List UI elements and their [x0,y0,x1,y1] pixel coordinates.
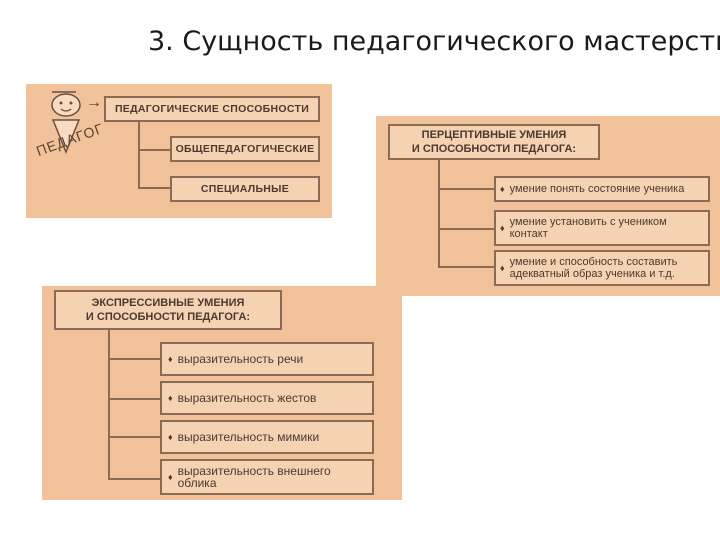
general-pedagogical-box: ОБЩЕПЕДАГОГИЧЕСКИЕ [170,136,320,162]
perceptive-item: ♦ умение понять состояние ученика [494,176,710,202]
perceptive-skills-panel: ПЕРЦЕПТИВНЫЕ УМЕНИЯ И СПОСОБНОСТИ ПЕДАГО… [376,116,720,296]
perceptive-item: ♦ умение установить с учеником контакт [494,210,710,246]
perceptive-item-text: умение установить с учеником контакт [510,216,704,240]
perceptive-item: ♦ умение и способность составить адекват… [494,250,710,286]
tree-branch-line [138,187,170,189]
tree-branch-line [138,149,170,151]
expressive-item: ♦ выразительность внешнего облика [160,459,374,495]
expressive-header-line2: И СПОСОБНОСТИ ПЕДАГОГА: [86,310,250,324]
perceptive-header-line2: И СПОСОБНОСТИ ПЕДАГОГА: [412,142,576,156]
arrow-icon: → [86,94,102,112]
expressive-item-text: выразительность мимики [178,431,320,443]
perceptive-skills-header: ПЕРЦЕПТИВНЫЕ УМЕНИЯ И СПОСОБНОСТИ ПЕДАГО… [388,124,600,160]
expressive-item: ♦ выразительность жестов [160,381,374,415]
pedagogical-abilities-panel: ПЕДАГОГ → ПЕДАГОГИЧЕСКИЕ СПОСОБНОСТИ ОБЩ… [26,84,332,218]
diamond-bullet-icon: ♦ [500,262,505,274]
diamond-bullet-icon: ♦ [168,471,173,483]
expressive-item-text: выразительность внешнего облика [178,465,366,489]
tree-vertical-line [438,160,440,266]
perceptive-item-text: умение понять состояние ученика [510,183,685,195]
tree-branch-line [108,478,160,480]
diamond-bullet-icon: ♦ [168,392,173,404]
diamond-bullet-icon: ♦ [500,183,505,195]
tree-vertical-line [138,122,140,187]
expressive-item-text: выразительность речи [178,353,304,365]
expressive-skills-header: ЭКСПРЕССИВНЫЕ УМЕНИЯ И СПОСОБНОСТИ ПЕДАГ… [54,290,282,330]
tree-branch-line [108,436,160,438]
diamond-bullet-icon: ♦ [168,431,173,443]
slide-title: 3. Сущность педагогического мастерства [148,26,720,57]
diamond-bullet-icon: ♦ [500,222,505,234]
special-abilities-box: СПЕЦИАЛЬНЫЕ [170,176,320,202]
tree-branch-line [108,398,160,400]
expressive-item-text: выразительность жестов [178,392,317,404]
tree-branch-line [438,266,494,268]
expressive-item: ♦ выразительность мимики [160,420,374,454]
perceptive-header-line1: ПЕРЦЕПТИВНЫЕ УМЕНИЯ [422,128,567,142]
tree-branch-line [438,228,494,230]
perceptive-item-text: умение и способность составить адекватны… [510,256,704,280]
expressive-item: ♦ выразительность речи [160,342,374,376]
pedagogical-abilities-header: ПЕДАГОГИЧЕСКИЕ СПОСОБНОСТИ [104,96,320,122]
tree-branch-line [108,358,160,360]
expressive-skills-panel: ЭКСПРЕССИВНЫЕ УМЕНИЯ И СПОСОБНОСТИ ПЕДАГ… [42,286,402,500]
diamond-bullet-icon: ♦ [168,353,173,365]
tree-vertical-line [108,330,110,480]
tree-branch-line [438,188,494,190]
expressive-header-line1: ЭКСПРЕССИВНЫЕ УМЕНИЯ [92,296,245,310]
